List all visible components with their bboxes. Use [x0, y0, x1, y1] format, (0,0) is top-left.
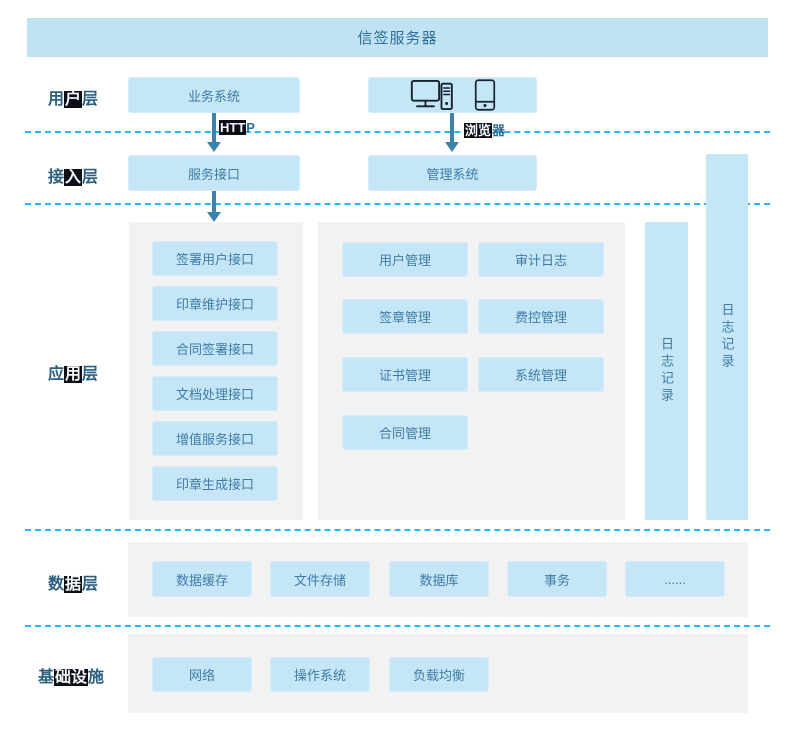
layer-label-app: 应用层: [48, 366, 99, 383]
module-box: 签章管理: [342, 299, 468, 334]
business-system-box: 业务系统: [128, 77, 300, 113]
service-interface-box: 服务接口: [128, 155, 300, 191]
desktop-computer-icon: [410, 79, 453, 111]
module-box: 费控管理: [478, 299, 604, 334]
arrow-service-to-app: [212, 191, 216, 213]
data-box: 事务: [507, 561, 607, 597]
diagram-title: 信签服务器: [357, 30, 438, 47]
module-box: 合同管理: [342, 415, 468, 450]
layer-label-data: 数据层: [48, 576, 99, 593]
infra-box: 网络: [152, 657, 252, 692]
divider-line-3: [25, 529, 770, 531]
module-box: 系统管理: [478, 357, 604, 392]
devices-box: [368, 77, 537, 113]
management-system-box: 管理系统: [368, 155, 537, 191]
layer-label-access: 接入层: [48, 169, 99, 186]
data-box-ellipsis: ......: [625, 561, 725, 597]
layer-label-infra: 基础设施: [38, 669, 105, 686]
title-banner: 信签服务器: [27, 18, 768, 57]
interface-box: 增值服务接口: [152, 421, 278, 456]
module-box: 证书管理: [342, 357, 468, 392]
infra-box: 操作系统: [270, 657, 370, 692]
browser-label: 浏览器: [464, 123, 506, 138]
interface-box: 印章生成接口: [152, 466, 278, 501]
divider-line-1: [25, 131, 770, 133]
data-box: 文件存储: [270, 561, 370, 597]
arrow-devices-to-management: [450, 113, 454, 143]
module-box: 用户管理: [342, 242, 468, 277]
divider-line-4: [25, 625, 770, 627]
smartphone-icon: [474, 79, 495, 111]
divider-line-2: [25, 203, 770, 205]
infra-box: 负载均衡: [389, 657, 489, 692]
module-box: 审计日志: [478, 242, 604, 277]
data-box: 数据缓存: [152, 561, 252, 597]
interface-box: 文档处理接口: [152, 376, 278, 411]
log-bar-inner: 日志记录: [645, 222, 688, 520]
interface-box: 合同签署接口: [152, 331, 278, 366]
log-bar-outer: 日志记录: [706, 154, 748, 520]
layer-label-user: 用户层: [48, 91, 99, 108]
data-box: 数据库: [389, 561, 489, 597]
interface-box: 印章维护接口: [152, 286, 278, 321]
interface-box: 签署用户接口: [152, 241, 278, 276]
http-label: HTTP: [219, 120, 255, 135]
arrow-business-to-service: [212, 113, 216, 143]
